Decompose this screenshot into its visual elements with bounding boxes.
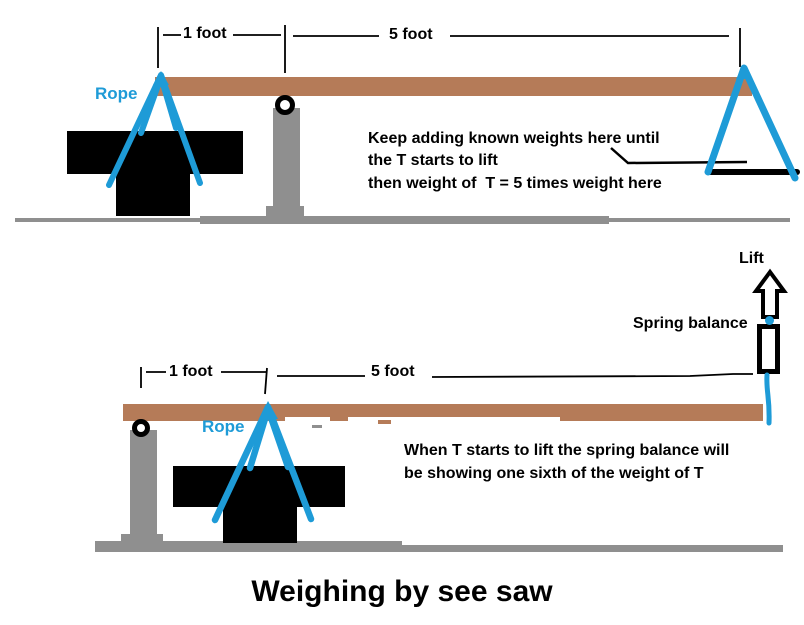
- lift-arrow-icon: [752, 268, 788, 319]
- diagram-title: Weighing by see saw: [251, 575, 553, 608]
- bottom-dim-5foot-label: 5 foot: [371, 363, 415, 380]
- plank-erase-mark: [285, 417, 330, 422]
- seesaw-plank-top: [155, 77, 752, 96]
- fulcrum-post-bottom: [130, 430, 157, 540]
- bottom-note-line-2: be showing one sixth of the weight of T: [404, 465, 704, 482]
- top-dimension-lines: [157, 25, 741, 73]
- fulcrum-base-top: [266, 206, 304, 216]
- top-note-line-1: Keep adding known weights here until: [368, 130, 660, 147]
- spring-balance-label: Spring balance: [633, 315, 748, 332]
- fulcrum-base-bottom: [121, 534, 163, 543]
- t-weight-top-bar: [67, 131, 243, 174]
- pivot-ring-bottom-icon: [132, 419, 150, 437]
- spring-hook-line: [764, 372, 772, 426]
- top-dim-5foot-label: 5 foot: [389, 26, 433, 43]
- pivot-ring-top-icon: [275, 95, 295, 115]
- t-weight-bottom-bar: [173, 466, 345, 507]
- rope-label-top: Rope: [95, 84, 138, 103]
- weight-hanger-triangle-icon: [704, 64, 799, 182]
- note-pointer-line: [610, 147, 748, 165]
- rope-top-icon: [106, 71, 203, 188]
- ground-line-bottom: [95, 545, 783, 552]
- top-note-line-2: the T starts to lift: [368, 152, 498, 169]
- bottom-note-line-1: When T starts to lift the spring balance…: [404, 442, 730, 459]
- ground-line-top: [609, 218, 790, 222]
- known-weights-platform: [706, 169, 800, 175]
- top-dim-1foot-label: 1 foot: [183, 25, 227, 42]
- rope-label-bottom: Rope: [202, 417, 245, 436]
- ground-line-top: [200, 216, 609, 224]
- ground-line-bottom: [95, 541, 402, 549]
- paint-artifact-gray: [312, 425, 322, 428]
- fulcrum-post-top: [273, 108, 300, 216]
- t-weight-top-stem: [116, 174, 190, 216]
- paint-artifact-tan: [378, 420, 391, 424]
- rope-bottom-icon: [211, 401, 315, 524]
- t-weight-bottom-stem: [223, 507, 297, 543]
- top-note-line-3: then weight of T = 5 times weight here: [368, 175, 662, 192]
- ground-line-top: [15, 218, 200, 222]
- seesaw-plank-bottom: [123, 404, 763, 421]
- lift-label: Lift: [739, 250, 764, 267]
- bottom-dimension-lines: [140, 367, 753, 395]
- spring-balance-body: [757, 324, 780, 374]
- plank-erase-mark: [348, 417, 560, 422]
- spring-hook-dot: [765, 316, 774, 325]
- bottom-dim-1foot-label: 1 foot: [169, 363, 213, 380]
